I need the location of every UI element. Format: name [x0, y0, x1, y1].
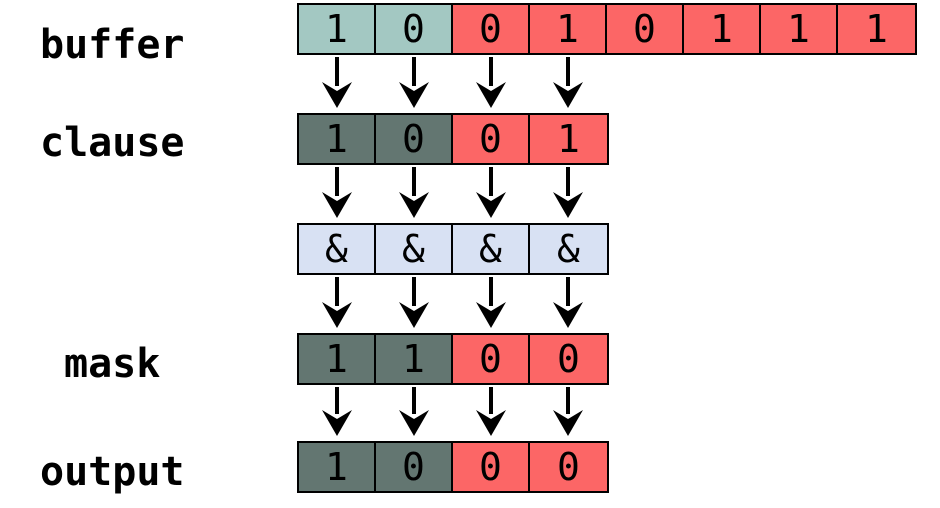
and-operator-cell: &: [376, 225, 453, 273]
clause-cell: 0: [453, 115, 530, 163]
down-arrow-icon: [476, 302, 506, 328]
row-label-buffer: buffer: [40, 22, 185, 68]
down-arrow-icon: [399, 192, 429, 218]
mask-row: 1 1 0 0: [297, 333, 609, 385]
buffer-cell: 1: [530, 5, 607, 53]
down-arrow-icon: [476, 192, 506, 218]
and-operator-cell: &: [453, 225, 530, 273]
output-cell: 0: [376, 443, 453, 491]
and-operator-row: & & & &: [297, 223, 609, 275]
clause-cell: 0: [376, 115, 453, 163]
output-cell: 0: [453, 443, 530, 491]
and-operator-cell: &: [530, 225, 607, 273]
mask-cell: 0: [453, 335, 530, 383]
mask-cell: 0: [530, 335, 607, 383]
buffer-cell: 1: [761, 5, 838, 53]
buffer-cell: 0: [376, 5, 453, 53]
mask-cell: 1: [299, 335, 376, 383]
down-arrow-icon: [322, 192, 352, 218]
output-cell: 1: [299, 443, 376, 491]
and-operator-cell: &: [299, 225, 376, 273]
buffer-row: 1 0 0 1 0 1 1 1: [297, 3, 917, 55]
down-arrow-icon: [399, 302, 429, 328]
down-arrow-icon: [553, 192, 583, 218]
down-arrow-icon: [476, 410, 506, 436]
down-arrow-icon: [322, 302, 352, 328]
buffer-cell: 1: [838, 5, 915, 53]
output-cell: 0: [530, 443, 607, 491]
down-arrow-icon: [476, 82, 506, 108]
mask-cell: 1: [376, 335, 453, 383]
buffer-cell: 1: [299, 5, 376, 53]
down-arrow-icon: [553, 410, 583, 436]
row-label-mask: mask: [64, 341, 161, 387]
buffer-cell: 0: [453, 5, 530, 53]
clause-row: 1 0 0 1: [297, 113, 609, 165]
down-arrow-icon: [399, 410, 429, 436]
buffer-cell: 0: [607, 5, 684, 53]
output-row: 1 0 0 0: [297, 441, 609, 493]
row-label-output: output: [40, 449, 185, 495]
buffer-cell: 1: [684, 5, 761, 53]
clause-cell: 1: [530, 115, 607, 163]
down-arrow-icon: [399, 82, 429, 108]
down-arrow-icon: [322, 410, 352, 436]
clause-cell: 1: [299, 115, 376, 163]
row-label-clause: clause: [40, 120, 185, 166]
down-arrow-icon: [322, 82, 352, 108]
down-arrow-icon: [553, 302, 583, 328]
down-arrow-icon: [553, 82, 583, 108]
